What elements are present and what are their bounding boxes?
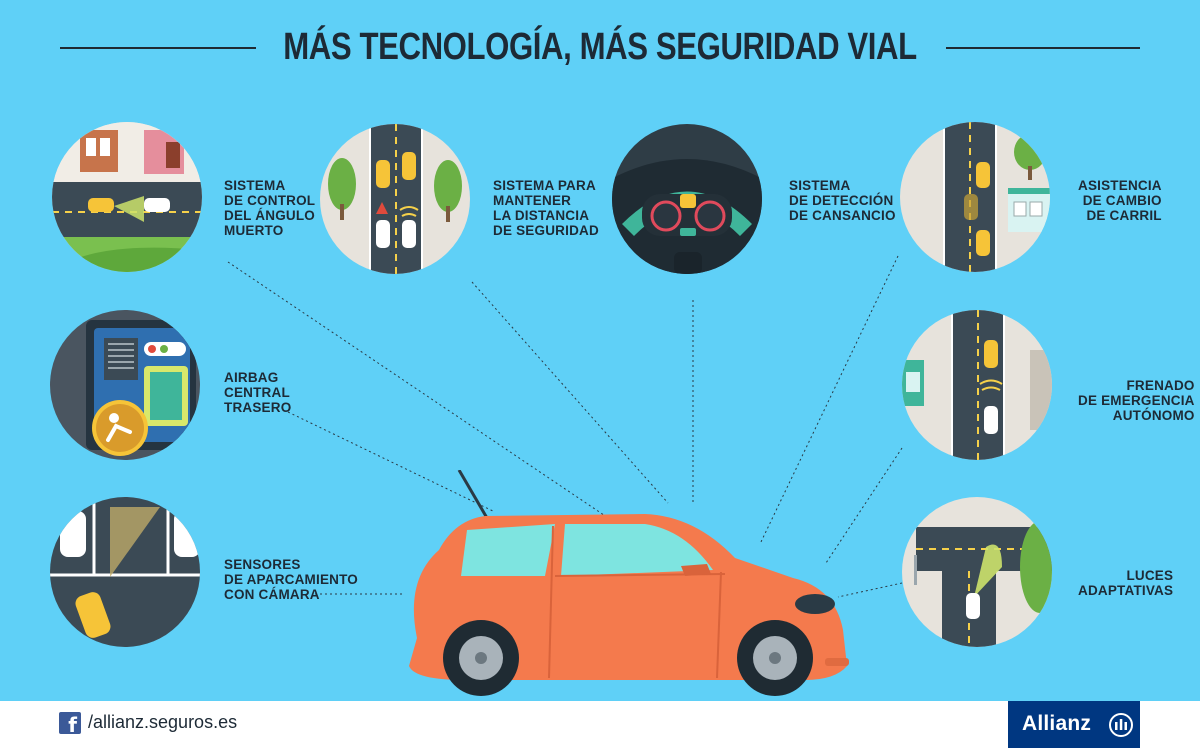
footer-bar: f /allianz.seguros.es [0, 701, 1200, 748]
adaptive-lights-illustration [902, 497, 1052, 647]
brand-name: Allianz [1022, 712, 1092, 735]
label-rear-airbag: AIRBAG CENTRAL TRASERO [224, 370, 292, 415]
label-fatigue-detection: SISTEMA DE DETECCIÓN DE CANSANCIO [789, 178, 896, 223]
rear-airbag-illustration [50, 310, 200, 460]
allianz-logo-icon [1109, 713, 1133, 737]
title-rule-left [60, 47, 256, 49]
facebook-url-link[interactable]: /allianz.seguros.es [88, 712, 238, 732]
label-parking-sensors: SENSORES DE APARCAMIENTO CON CÁMARA [224, 557, 359, 602]
facebook-icon[interactable]: f [59, 712, 81, 737]
page-title: MÁS TECNOLOGÍA, MÁS SEGURIDAD VIAL [283, 26, 917, 68]
parking-sensors-illustration [50, 497, 200, 647]
label-blind-spot: SISTEMA DE CONTROL DEL ÁNGULO MUERTO [224, 178, 316, 238]
title-rule-right [946, 47, 1140, 49]
lane-assist-illustration [900, 122, 1050, 272]
label-safe-distance: SISTEMA PARA MANTENER LA DISTANCIA DE SE… [493, 178, 599, 238]
label-lane-assist: ASISTENCIA DE CAMBIO DE CARRIL [1078, 178, 1162, 223]
emergency-braking-illustration [902, 310, 1052, 460]
label-adaptive-lights: LUCES ADAPTATIVAS [1078, 568, 1174, 598]
brand-badge: Allianz [1008, 701, 1140, 748]
blind-spot-illustration [52, 122, 202, 272]
facebook-glyph: f [68, 713, 77, 737]
safe-distance-illustration [320, 124, 470, 274]
label-emergency-braking: FRENADO DE EMERGENCIA AUTÓNOMO [1078, 378, 1195, 423]
fatigue-detection-illustration [612, 124, 762, 274]
car-illustration [409, 470, 849, 696]
